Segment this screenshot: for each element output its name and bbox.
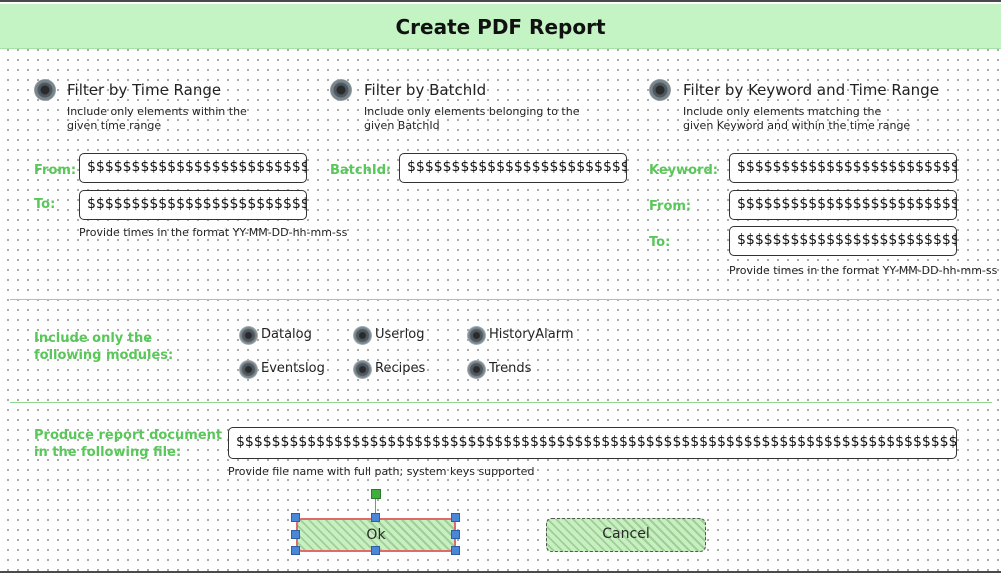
- batchid-field[interactable]: $$$$$$$$$$$$$$$$$$$$$$$$$: [399, 153, 627, 183]
- batchid-radio[interactable]: [330, 79, 352, 101]
- time-range-title: Filter by Time Range: [67, 81, 222, 99]
- time-range-radio[interactable]: [34, 79, 56, 101]
- time-to-label: To:: [34, 197, 56, 212]
- module-historyalarm-radio[interactable]: [467, 326, 486, 345]
- output-file-field[interactable]: $$$$$$$$$$$$$$$$$$$$$$$$$$$$$$$$$$$$$$$$…: [228, 427, 957, 459]
- time-range-description: Include only elements within the given t…: [67, 105, 247, 132]
- keyword-from-label: From:: [649, 199, 692, 214]
- keyword-from-field[interactable]: $$$$$$$$$$$$$$$$$$$$$$$$$: [729, 190, 957, 220]
- module-recipes-radio[interactable]: [353, 360, 372, 379]
- modules-label: Include only the following modules:: [34, 331, 174, 363]
- time-to-field[interactable]: $$$$$$$$$$$$$$$$$$$$$$$$$: [79, 190, 307, 220]
- resize-handle-bottom[interactable]: [371, 546, 380, 555]
- divider-top: [10, 299, 992, 300]
- keyword-to-field[interactable]: $$$$$$$$$$$$$$$$$$$$$$$$$: [729, 226, 957, 256]
- resize-handle-bottom-left[interactable]: [291, 546, 300, 555]
- cancel-button[interactable]: Cancel: [546, 518, 706, 552]
- time-format-hint: Provide times in the format YY-MM-DD-hh-…: [79, 226, 348, 239]
- resize-handle-top-right[interactable]: [451, 513, 460, 522]
- title-bar: Create PDF Report: [0, 4, 1001, 49]
- divider-bottom: [10, 402, 992, 403]
- output-file-label: Produce report document in the following…: [34, 428, 223, 460]
- resize-handle-top[interactable]: [371, 513, 380, 522]
- rotation-handle[interactable]: [371, 489, 381, 499]
- module-recipes-label: Recipes: [375, 361, 426, 376]
- resize-handle-right[interactable]: [451, 530, 460, 539]
- module-historyalarm-label: HistoryAlarm: [489, 327, 574, 342]
- module-eventslog-radio[interactable]: [239, 360, 258, 379]
- output-file-hint: Provide file name with full path; system…: [228, 465, 535, 478]
- page-title: Create PDF Report: [395, 15, 606, 39]
- keyword-title: Filter by Keyword and Time Range: [683, 81, 939, 99]
- module-userlog-label: Userlog: [375, 327, 425, 342]
- batchid-title: Filter by BatchId: [364, 81, 487, 99]
- keyword-description: Include only elements matching the given…: [683, 105, 911, 132]
- module-datalog-radio[interactable]: [239, 326, 258, 345]
- keyword-time-format-hint: Provide times in the format YY-MM-DD-hh-…: [729, 264, 998, 277]
- time-from-label: From:: [34, 163, 77, 178]
- batchid-label: BatchId:: [330, 163, 392, 178]
- module-trends-label: Trends: [489, 361, 532, 376]
- resize-handle-bottom-right[interactable]: [451, 546, 460, 555]
- module-datalog-label: Datalog: [261, 327, 312, 342]
- batchid-description: Include only elements belonging to the g…: [364, 105, 580, 132]
- time-from-field[interactable]: $$$$$$$$$$$$$$$$$$$$$$$$$: [79, 153, 307, 183]
- keyword-label: Keyword:: [649, 163, 718, 178]
- keyword-field[interactable]: $$$$$$$$$$$$$$$$$$$$$$$$$: [729, 153, 957, 183]
- keyword-radio[interactable]: [649, 79, 671, 101]
- keyword-to-label: To:: [649, 235, 671, 250]
- resize-handle-top-left[interactable]: [291, 513, 300, 522]
- module-eventslog-label: Eventslog: [261, 361, 325, 376]
- module-trends-radio[interactable]: [467, 360, 486, 379]
- resize-handle-left[interactable]: [291, 530, 300, 539]
- module-userlog-radio[interactable]: [353, 326, 372, 345]
